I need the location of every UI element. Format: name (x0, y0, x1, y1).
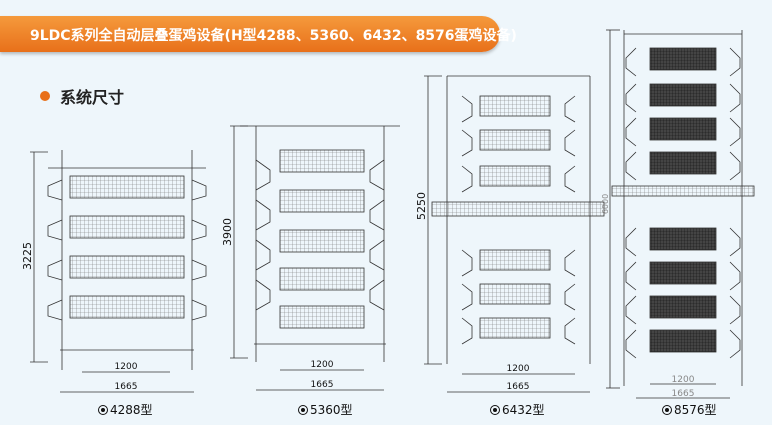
model-label-4288: 4288型 (98, 401, 153, 418)
outer-dim-6432: 1665 (507, 382, 530, 392)
cage-tier-6 (649, 261, 717, 285)
machine-8576 (606, 29, 755, 399)
cage-tier-2 (279, 189, 365, 213)
height-dim-6432: 5250 (415, 192, 428, 220)
cage-tier-1 (649, 47, 717, 71)
cage-tier-5 (279, 305, 365, 329)
cage-tier-2 (649, 83, 717, 107)
model-label-5360: 5360型 (298, 401, 353, 418)
inner-dim-4288: 1200 (115, 362, 138, 372)
cage-tier-6 (479, 317, 551, 339)
cage-tier-8 (649, 329, 717, 353)
cage-tier-5 (479, 283, 551, 305)
model-label-text: 5360型 (310, 403, 353, 417)
walkway (611, 185, 755, 197)
bullet-icon (40, 91, 50, 101)
machine-4288 (30, 150, 207, 393)
model-label-text: 6432型 (502, 403, 545, 417)
model-label-text: 4288型 (110, 403, 153, 417)
cage-tier-3 (279, 229, 365, 253)
outer-dim-8576: 1665 (672, 389, 695, 399)
inner-dim-6432: 1200 (507, 364, 530, 374)
circle-dot-icon (490, 405, 500, 415)
circle-dot-icon (98, 405, 108, 415)
cage-tier-5 (649, 227, 717, 251)
cage-tier-2 (479, 129, 551, 151)
outer-dim-4288: 1665 (115, 382, 138, 392)
cage-tier-3 (69, 255, 185, 279)
cage-tier-4 (479, 249, 551, 271)
cage-tier-4 (649, 151, 717, 175)
title-banner: 9LDC系列全自动层叠蛋鸡设备(H型4288、5360、6432、8576蛋鸡设… (0, 16, 517, 52)
cage-tier-1 (479, 95, 551, 117)
walkway (431, 201, 605, 217)
circle-dot-icon (298, 405, 308, 415)
section-heading: 系统尺寸 (40, 84, 124, 108)
cage-tier-2 (69, 215, 185, 239)
model-label-6432: 6432型 (490, 401, 545, 418)
circle-dot-icon (662, 405, 672, 415)
model-label-text: 8576型 (674, 403, 717, 417)
height-dim-4288: 3225 (21, 242, 34, 270)
cage-tier-4 (69, 295, 185, 319)
inner-dim-5360: 1200 (311, 360, 334, 370)
height-dim-5360: 3900 (221, 218, 234, 246)
outer-dim-5360: 1665 (311, 380, 334, 390)
cage-tier-4 (279, 267, 365, 291)
height-dim-8576: 6000 (601, 194, 610, 214)
cage-tier-3 (649, 117, 717, 141)
cage-tier-7 (649, 295, 717, 319)
inner-dim-8576: 1200 (672, 375, 695, 385)
section-title: 系统尺寸 (60, 88, 125, 107)
model-label-8576: 8576型 (662, 401, 717, 418)
cage-tier-1 (69, 175, 185, 199)
machine-6432 (424, 75, 605, 393)
cage-tier-3 (479, 165, 551, 187)
machine-5360 (230, 125, 400, 391)
cage-tier-1 (279, 149, 365, 173)
banner-title: 9LDC系列全自动层叠蛋鸡设备(H型4288、5360、6432、8576蛋鸡设… (30, 28, 517, 44)
